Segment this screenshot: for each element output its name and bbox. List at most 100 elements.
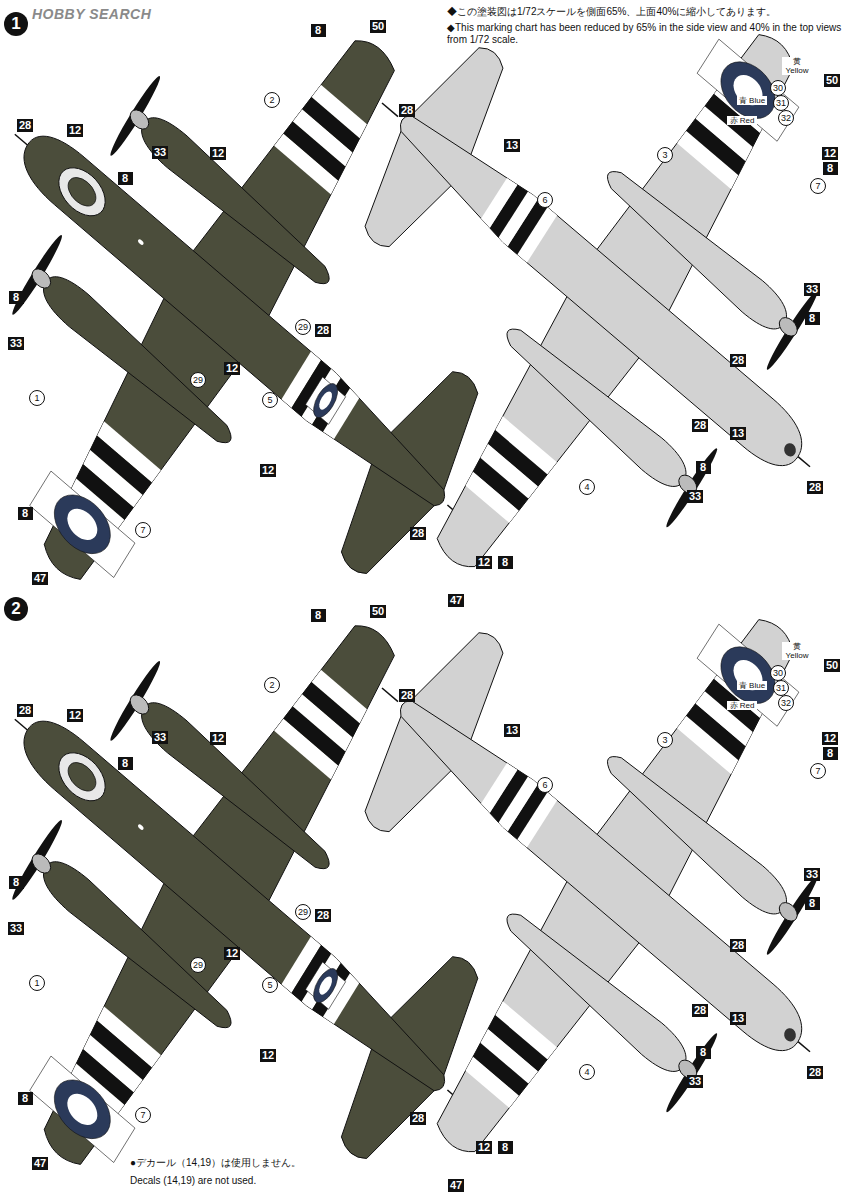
callout-number: 12: [210, 147, 226, 160]
callout-number: 50: [370, 605, 386, 618]
circled-number: 7: [135, 1107, 151, 1123]
watermark: HOBBY SEARCH: [32, 6, 151, 22]
callout-number: 8: [696, 461, 711, 474]
circled-number: 3: [657, 147, 673, 163]
circled-number: 30: [770, 80, 786, 96]
circled-number: 5: [262, 977, 278, 993]
color-note: 赤 Red: [727, 116, 757, 125]
callout-number: 12: [476, 1141, 492, 1154]
callout-number: 47: [32, 572, 48, 585]
callout-number: 8: [498, 1141, 513, 1154]
callout-number: 12: [476, 556, 492, 569]
callout-number: 8: [823, 747, 838, 760]
section-number: 1: [4, 12, 28, 36]
callout-number: 28: [807, 481, 823, 494]
circled-number: 29: [295, 319, 311, 335]
callout-number: 8: [696, 1046, 711, 1059]
callout-number: 8: [498, 556, 513, 569]
callout-number: 33: [152, 146, 168, 159]
callout-number: 33: [8, 337, 24, 350]
circled-number: 29: [295, 904, 311, 920]
callout-number: 28: [692, 419, 708, 432]
callout-number: 8: [311, 609, 326, 622]
callout-number: 8: [805, 897, 820, 910]
callout-number: 12: [224, 362, 240, 375]
callout-number: 47: [32, 1157, 48, 1170]
circled-number: 2: [264, 92, 280, 108]
note: Decals (14,19) are not used.: [130, 1175, 256, 1187]
callout-number: 28: [17, 119, 33, 132]
note: ◆この塗装図は1/72スケールを側面65%、上面40%に縮小してあります。: [447, 6, 777, 18]
callout-number: 50: [370, 20, 386, 33]
circled-number: 31: [773, 95, 789, 111]
circled-number: 3: [657, 732, 673, 748]
callout-number: 28: [17, 704, 33, 717]
callout-number: 8: [9, 291, 24, 304]
callout-number: 50: [824, 74, 840, 87]
callout-number: 12: [224, 947, 240, 960]
callout-number: 13: [504, 724, 520, 737]
callout-number: 28: [410, 1112, 426, 1125]
color-note: 青 Blue: [737, 681, 767, 690]
callout-number: 33: [804, 283, 820, 296]
callout-number: 12: [210, 732, 226, 745]
callout-number: 28: [692, 1004, 708, 1017]
callout-number: 13: [730, 427, 746, 440]
circled-number: 32: [778, 695, 794, 711]
callout-number: 13: [730, 1012, 746, 1025]
callout-number: 12: [67, 124, 83, 137]
callout-number: 28: [399, 104, 415, 117]
callout-number: 12: [67, 709, 83, 722]
callout-number: 33: [687, 1075, 703, 1088]
circled-number: 1: [29, 390, 45, 406]
circled-number: 30: [770, 665, 786, 681]
color-note: 黄 Yellow: [782, 642, 812, 660]
callout-number: 33: [687, 490, 703, 503]
callout-number: 8: [9, 876, 24, 889]
callout-number: 47: [448, 594, 464, 607]
circled-number: 4: [579, 479, 595, 495]
callout-number: 8: [805, 312, 820, 325]
callout-number: 47: [448, 1179, 464, 1192]
circled-number: 29: [190, 957, 206, 973]
callout-number: 12: [260, 1049, 276, 1062]
color-note: 青 Blue: [737, 96, 767, 105]
callout-number: 12: [260, 464, 276, 477]
callout-number: 8: [118, 172, 133, 185]
circled-number: 29: [190, 372, 206, 388]
callout-number: 8: [311, 24, 326, 37]
note: ◆This marking chart has been reduced by …: [447, 22, 847, 46]
callout-number: 8: [118, 757, 133, 770]
callout-number: 33: [152, 731, 168, 744]
callout-number: 28: [410, 527, 426, 540]
callout-number: 12: [822, 147, 838, 160]
section-number: 2: [4, 597, 28, 621]
note: ●デカール（14,19）は使用しません。: [130, 1157, 301, 1169]
circled-number: 32: [778, 110, 794, 126]
callout-number: 28: [315, 324, 331, 337]
callout-number: 28: [730, 354, 746, 367]
circled-number: 7: [135, 522, 151, 538]
callout-number: 33: [804, 868, 820, 881]
callout-number: 8: [18, 1092, 33, 1105]
circled-number: 1: [29, 975, 45, 991]
callout-number: 8: [18, 507, 33, 520]
callout-number: 8: [823, 162, 838, 175]
circled-number: 6: [537, 192, 553, 208]
circled-number: 5: [262, 392, 278, 408]
callout-number: 28: [315, 909, 331, 922]
callout-number: 28: [807, 1066, 823, 1079]
callout-number: 13: [504, 139, 520, 152]
circled-number: 6: [537, 777, 553, 793]
circled-number: 7: [810, 178, 826, 194]
circled-number: 7: [810, 763, 826, 779]
callout-number: 33: [8, 922, 24, 935]
circled-number: 4: [579, 1064, 595, 1080]
circled-number: 2: [264, 677, 280, 693]
color-note: 黄 Yellow: [782, 57, 812, 75]
callout-number: 28: [730, 939, 746, 952]
callout-number: 28: [399, 689, 415, 702]
color-note: 赤 Red: [727, 701, 757, 710]
circled-number: 31: [773, 680, 789, 696]
